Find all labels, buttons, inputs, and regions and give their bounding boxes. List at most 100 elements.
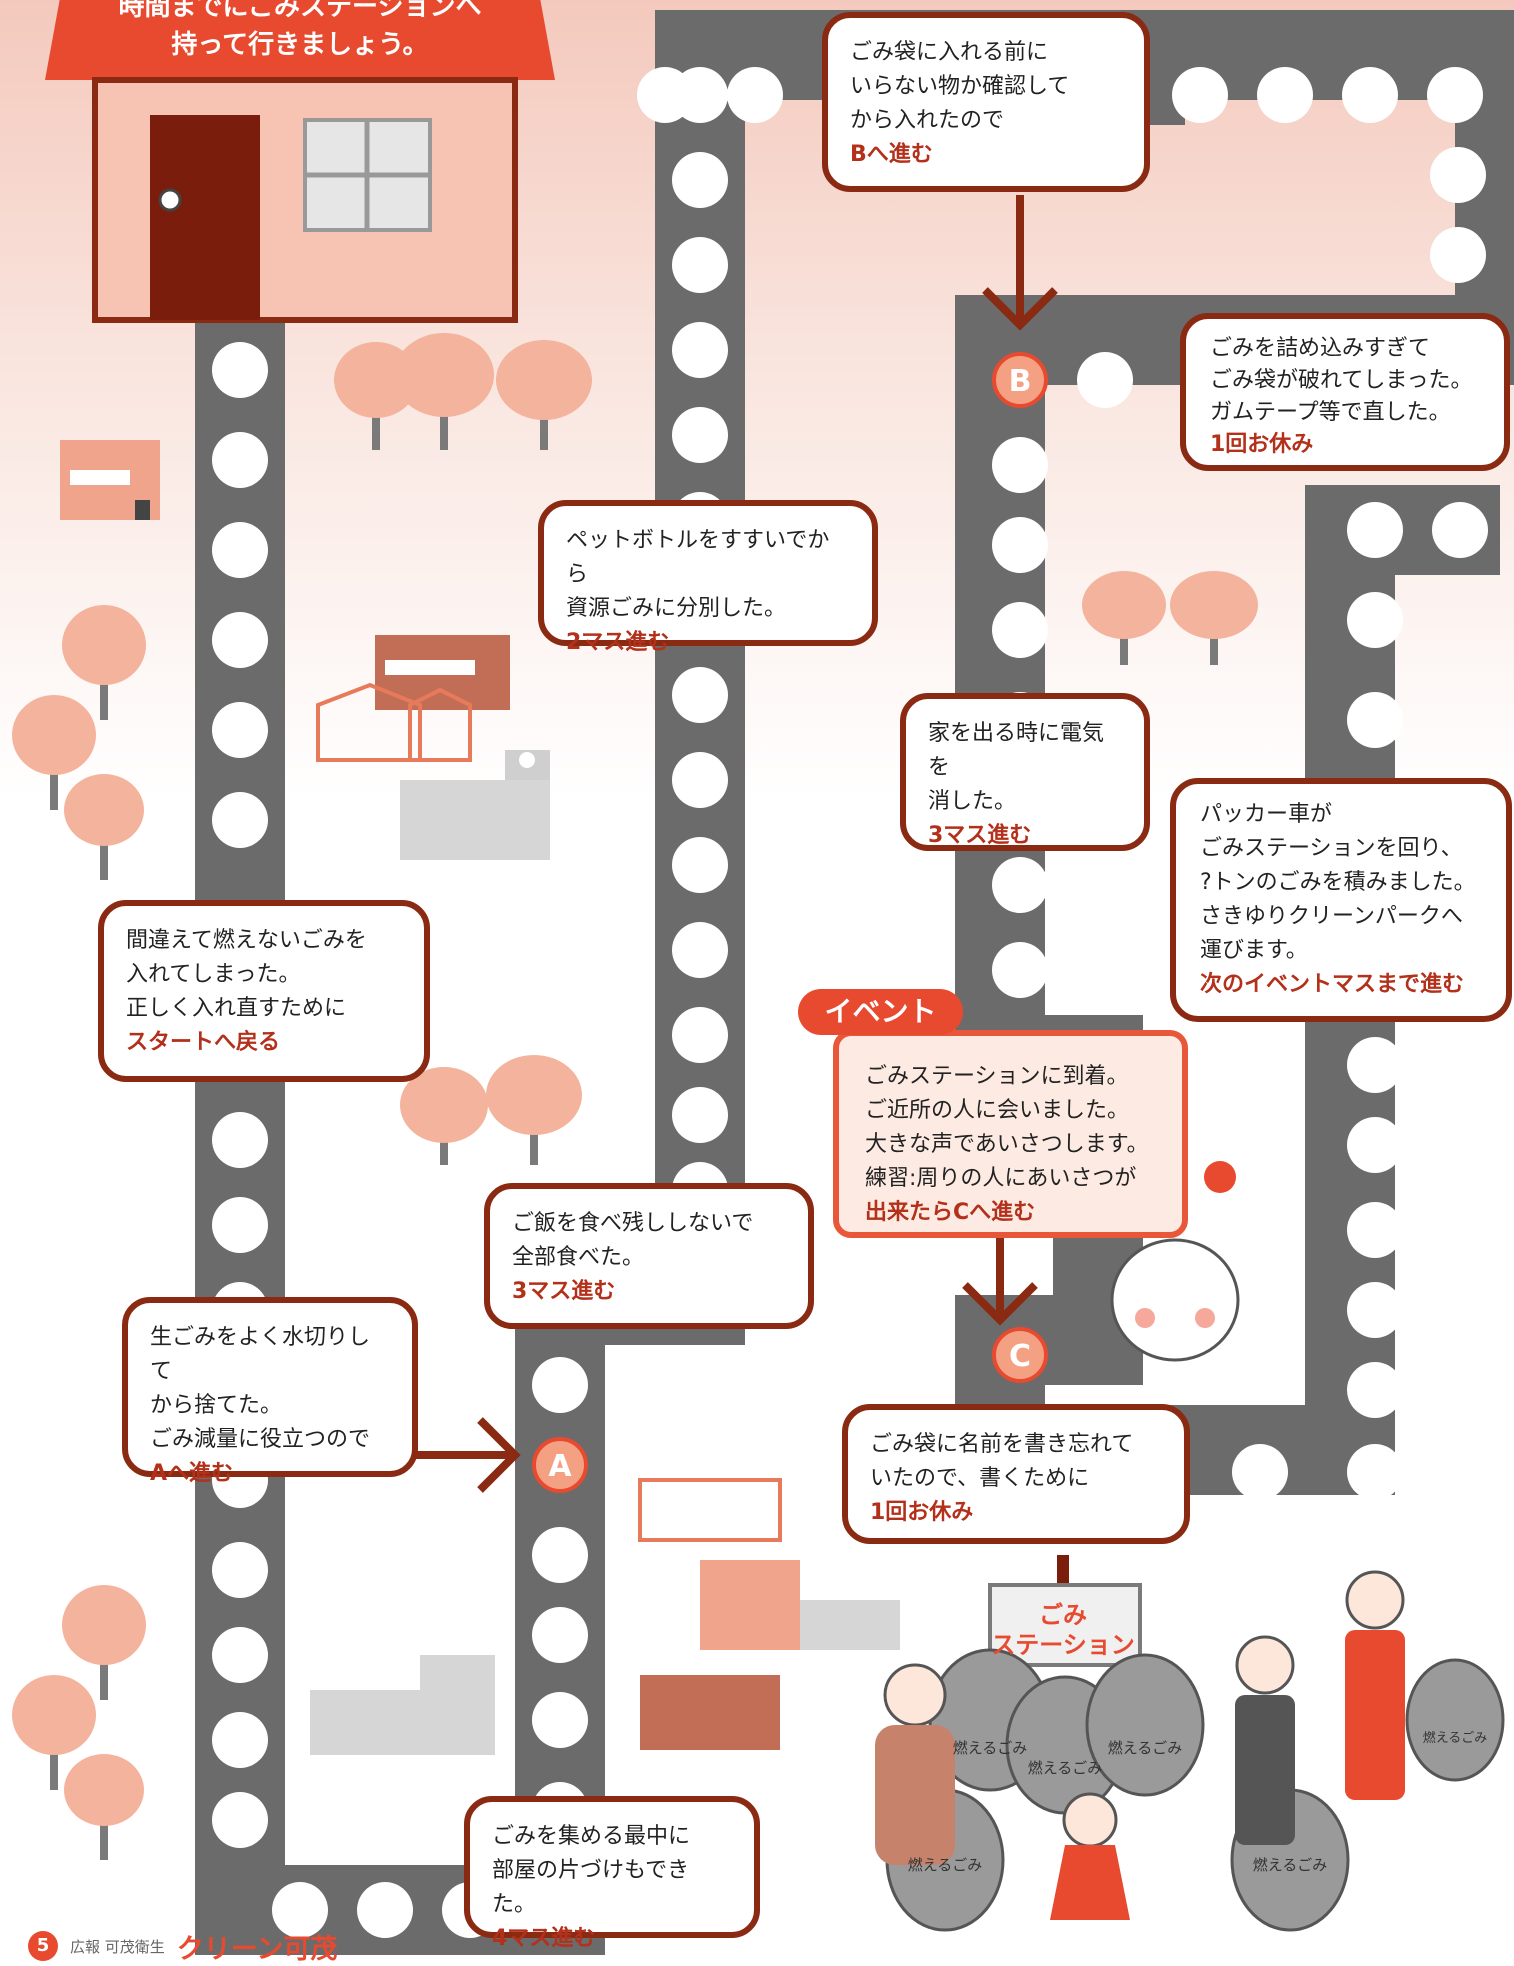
station-sign-line2: ステーション	[991, 1631, 1135, 1659]
board-square	[637, 67, 693, 123]
board-square-a	[532, 1437, 588, 1493]
tree-icon	[12, 1675, 96, 1790]
board-square	[212, 522, 268, 578]
building-icon	[310, 1655, 495, 1755]
bag-label: 燃えるごみ	[953, 1739, 1028, 1757]
board-square	[1430, 227, 1486, 283]
card-line: ごみステーションを回り、	[1200, 836, 1463, 861]
board-square	[532, 1527, 588, 1583]
card-line: ごみステーションに到着。	[865, 1064, 1129, 1089]
tree-icon	[1170, 571, 1258, 665]
card-action: 出来たらCへ進む	[865, 1200, 1036, 1225]
card-line: いらない物か確認して	[850, 74, 1070, 99]
board-square	[1172, 67, 1228, 123]
start-house	[45, 0, 555, 323]
square-card-packer-truck: パッカー車が ごみステーションを回り、 ?トンのごみを積みました。 さきゆりクリ…	[1170, 778, 1512, 1022]
card-line: 正しく入れ直すために	[126, 996, 347, 1021]
station-sign-line1: ごみ	[1039, 1601, 1087, 1629]
magazine-title: クリーン可茂	[176, 1933, 338, 1965]
board-square	[1342, 67, 1398, 123]
arrow-icon	[410, 1417, 521, 1493]
card-line: 資源ごみに分別した。	[566, 596, 787, 621]
card-line: 入れてしまった。	[126, 962, 301, 987]
board-square	[672, 1087, 728, 1143]
board-square	[1232, 1444, 1288, 1500]
buildings	[60, 440, 900, 1755]
building-icon	[638, 1478, 782, 1542]
card-action: Aへ進む	[150, 1461, 234, 1486]
board-square	[992, 602, 1048, 658]
card-action: 2マス進む	[566, 630, 670, 655]
board-square	[1347, 1117, 1403, 1173]
building-icon	[640, 1675, 780, 1750]
tree-icon	[62, 1585, 146, 1700]
board-square	[357, 1882, 413, 1938]
board-letter-b: B	[1009, 364, 1032, 399]
card-line: ご飯を食べ残ししないで	[512, 1211, 754, 1236]
square-card-electricity: 家を出る時に電気を 消した。 3マス進む	[900, 693, 1150, 851]
house-banner: 時間までにごみステーションへ 持って行きましょう。	[60, 0, 540, 64]
house-banner-line2: 持って行きましょう。	[171, 30, 429, 60]
card-line: から捨てた。	[150, 1393, 283, 1418]
square-card-no-leftovers: ご飯を食べ残ししないで 全部食べた。 3マス進む	[484, 1183, 814, 1329]
board-square	[212, 432, 268, 488]
arrow-icon	[962, 1235, 1038, 1326]
card-line: 大きな声であいさつします。	[865, 1132, 1149, 1157]
tree-icon	[486, 1055, 582, 1165]
board-square	[212, 612, 268, 668]
board-square	[1430, 147, 1486, 203]
card-line: 運びます。	[1200, 938, 1308, 963]
card-action: 4マス進む	[492, 1926, 596, 1951]
board-square	[212, 1542, 268, 1598]
card-line: 練習:周りの人にあいさつが	[865, 1166, 1137, 1191]
board-square	[532, 1692, 588, 1748]
publication-name: 広報 可茂衛生	[70, 1937, 165, 1956]
square-card-drain-waste: 生ごみをよく水切りして から捨てた。 ごみ減量に役立つので Aへ進む	[122, 1297, 418, 1486]
tree-icon	[12, 695, 96, 810]
card-action: 1回お休み	[870, 1500, 974, 1525]
garbage-bag-icon	[1405, 1658, 1505, 1782]
board-letter-a: A	[548, 1449, 572, 1484]
board-square	[532, 1607, 588, 1663]
board-square	[1347, 592, 1403, 648]
board-square	[672, 837, 728, 893]
tree-icon	[64, 774, 144, 880]
tree-icon	[1082, 571, 1166, 665]
card-line: 消した。	[928, 789, 1017, 814]
card-line: 間違えて燃えないごみを	[126, 928, 367, 953]
board-square	[272, 1882, 328, 1938]
people	[875, 1570, 1405, 1920]
board-square	[1347, 502, 1403, 558]
card-action: Bへ進む	[850, 142, 933, 167]
building-icon	[60, 440, 160, 520]
card-line: 家を出る時に電気を	[928, 721, 1105, 780]
page-number: 5	[28, 1931, 58, 1961]
board-square	[992, 517, 1048, 573]
building-icon	[400, 750, 550, 860]
card-line: パッカー車が	[1200, 802, 1333, 827]
card-line: ごみを詰め込みすぎて	[1210, 336, 1431, 361]
board-square	[532, 1357, 588, 1413]
board-square	[212, 1112, 268, 1168]
board-square	[672, 152, 728, 208]
card-line: ご近所の人に会いました。	[865, 1098, 1130, 1123]
bag-label: 燃えるごみ	[1423, 1730, 1488, 1746]
mascot-character	[1110, 1161, 1240, 1362]
card-line: ペットボトルをすすいでから	[566, 528, 830, 587]
board-square	[212, 1627, 268, 1683]
board-square	[1427, 67, 1483, 123]
board-square-c	[992, 1327, 1048, 1383]
board-square	[212, 792, 268, 848]
board-square	[1432, 502, 1488, 558]
board-square	[992, 942, 1048, 998]
board-square	[672, 752, 728, 808]
garbage-bags	[885, 1648, 1505, 1932]
card-action: 3マス進む	[928, 823, 1032, 848]
arrow-icon	[982, 195, 1058, 331]
board-square	[1347, 1444, 1403, 1500]
card-line: さきゆりクリーンパークへ	[1200, 904, 1463, 929]
board-square	[672, 922, 728, 978]
house-banner-line1: 時間までにごみステーションへ	[118, 0, 482, 22]
square-card-tidy-room: ごみを集める最中に 部屋の片づけもできた。 4マス進む	[464, 1796, 760, 1951]
card-line: 全部食べた。	[512, 1245, 645, 1270]
